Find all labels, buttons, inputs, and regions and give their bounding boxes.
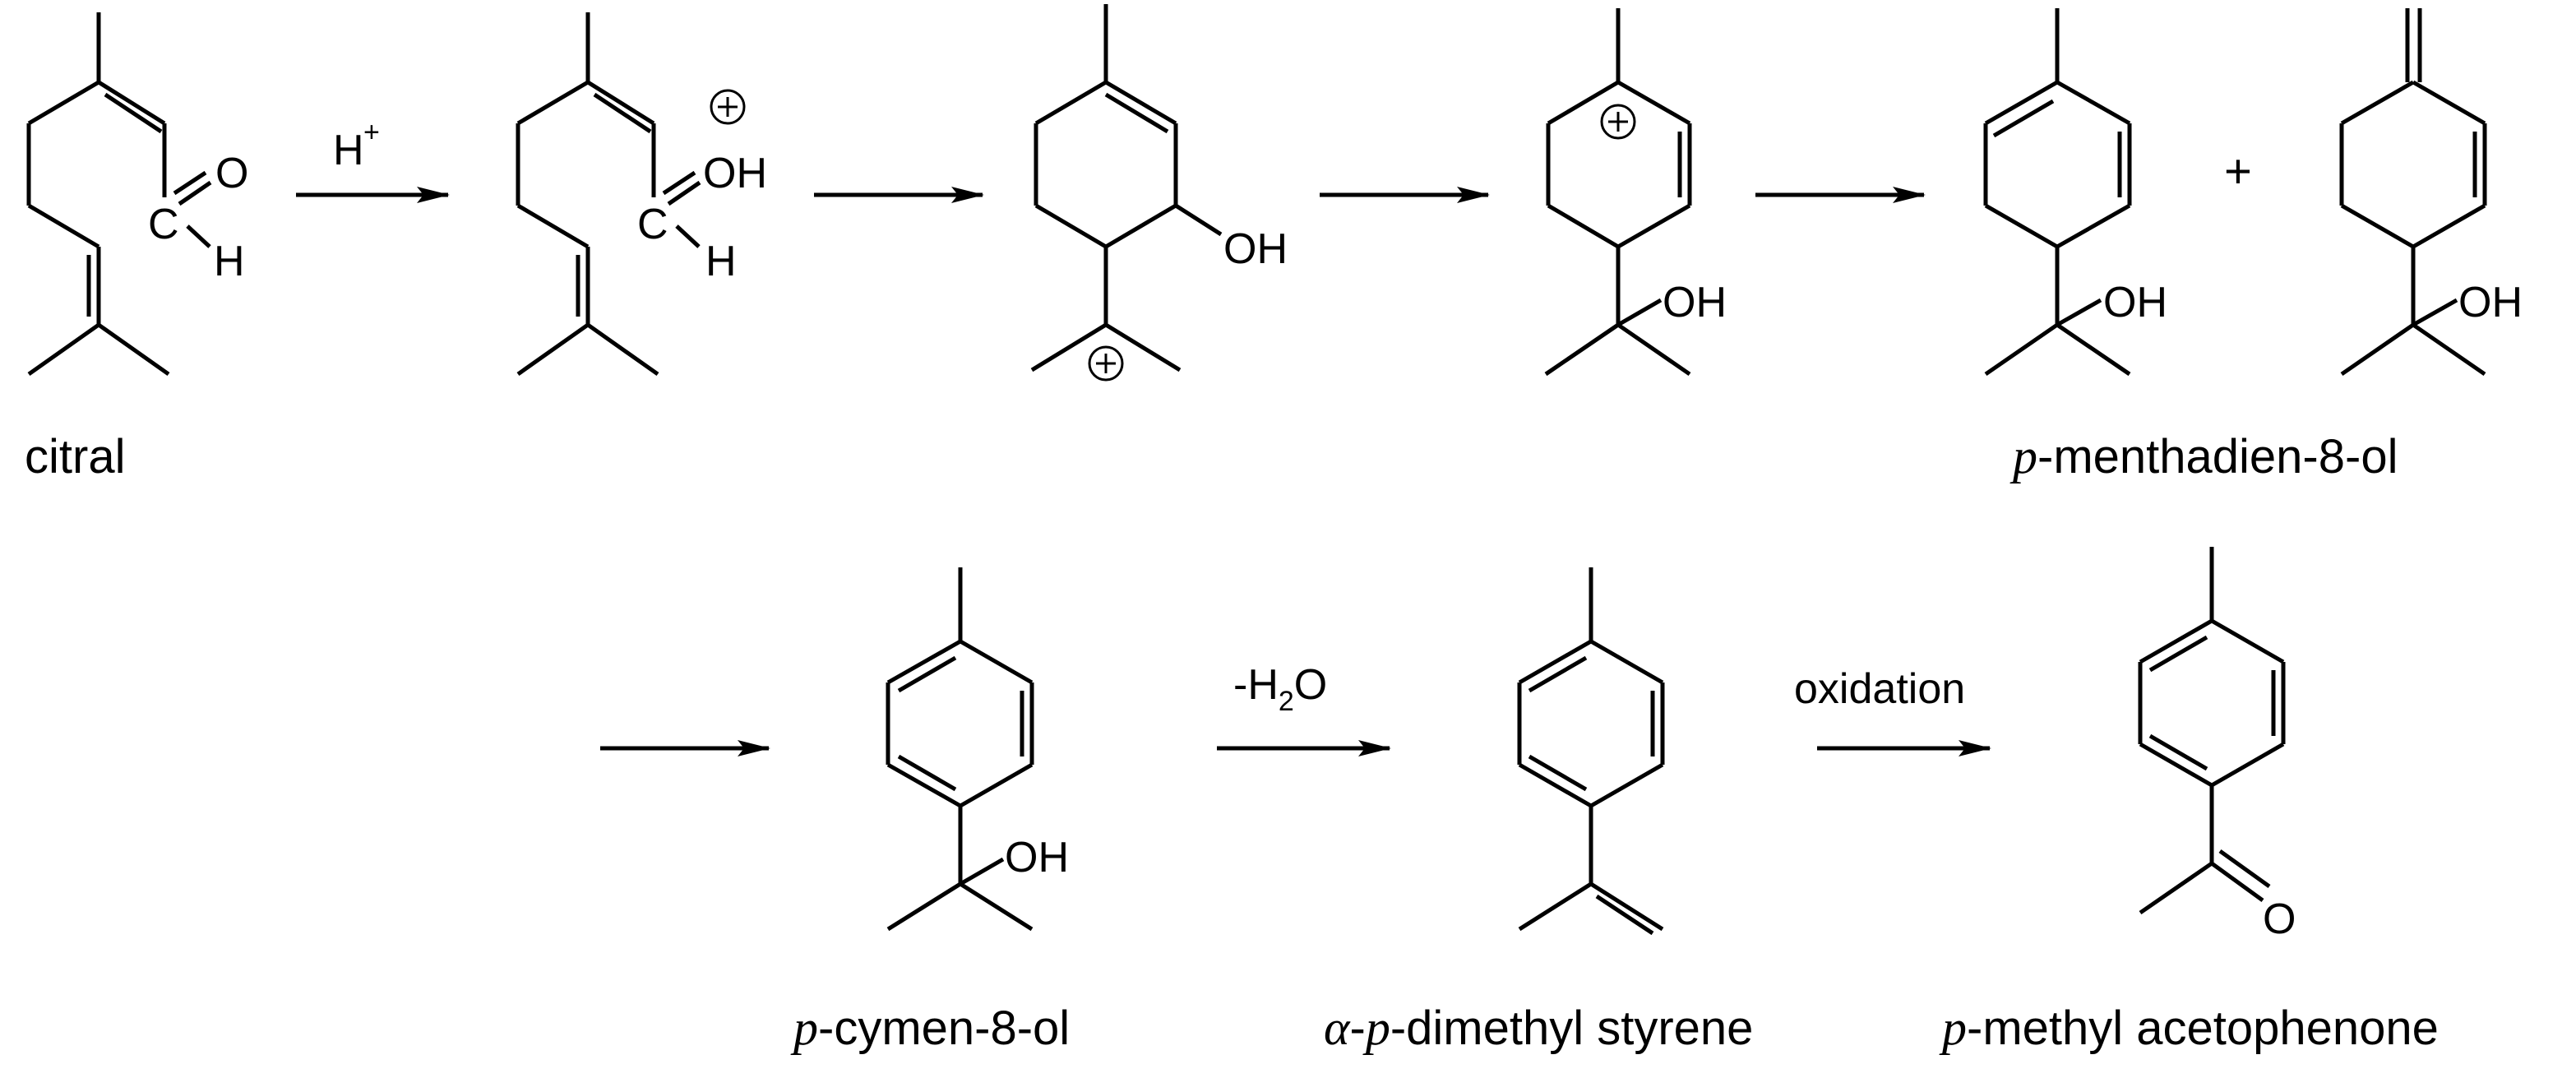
menthadienol-label-rest: -menthadien-8-ol <box>2037 430 2398 483</box>
citral-carbon-atom: C <box>148 201 179 248</box>
acid-catalyst-charge: + <box>363 117 380 148</box>
dimethylstyrene-label-alpha: α <box>1324 1001 1351 1055</box>
protonated-citral-structure: C OH H <box>516 12 767 377</box>
menthadienol-isomer-2-structure: OH <box>2339 8 2523 377</box>
dehydration-subscript: 2 <box>1279 686 1294 717</box>
allylic-charge-icon <box>1600 104 1636 140</box>
protonated-hydrogen-atom: H <box>705 238 737 285</box>
citral-structure: C O H <box>26 12 248 377</box>
allylic-carbocation-structure: OH <box>1544 8 1727 377</box>
methylacetophenone-label-rest: -methyl acetophenone <box>1967 1002 2439 1055</box>
dehydration-prefix: -H <box>1233 661 1279 709</box>
cyclic-carbocation-structure: OH <box>1030 4 1288 382</box>
ketone-oxygen-atom: O <box>2263 895 2296 943</box>
protonated-carbon-atom: C <box>637 201 668 248</box>
allylic-hydroxyl-group: OH <box>1663 279 1727 326</box>
cymenol-label: p-cymen-8-ol <box>790 1001 1070 1055</box>
citral-oxygen-atom: O <box>215 150 248 197</box>
menthadienol-label-prefix: p <box>2009 429 2037 483</box>
menthadienol-2-hydroxyl-group: OH <box>2458 279 2523 326</box>
cymenol-label-prefix: p <box>790 1001 818 1055</box>
cymenol-structure: OH <box>886 567 1069 932</box>
menthadienol-label: p-menthadien-8-ol <box>2009 429 2398 483</box>
acid-catalyst-symbol: H <box>333 127 364 174</box>
dehydration-condition: -H2O <box>1233 661 1327 717</box>
dimethylstyrene-label-prefix: p <box>1362 1001 1390 1055</box>
oxonium-charge-icon <box>710 89 746 125</box>
methylacetophenone-structure: O <box>2138 547 2296 943</box>
citral-label: citral <box>25 430 125 483</box>
dimethylstyrene-label-rest: -dimethyl styrene <box>1390 1002 1754 1055</box>
dimethylstyrene-structure <box>1517 567 1665 936</box>
acid-catalyst-condition: H + <box>333 117 380 174</box>
cymenol-hydroxyl-group: OH <box>1005 834 1069 881</box>
citral-hydrogen-atom: H <box>214 238 245 285</box>
plus-sign: + <box>2224 145 2252 198</box>
protonated-hydroxyl-group: OH <box>703 150 767 197</box>
carbocation-charge-icon <box>1088 345 1124 382</box>
cyclic-hydroxyl-group: OH <box>1223 225 1288 273</box>
methylacetophenone-label: p-methyl acetophenone <box>1939 1001 2439 1055</box>
menthadienol-1-hydroxyl-group: OH <box>2103 279 2167 326</box>
methylacetophenone-label-prefix: p <box>1939 1001 1967 1055</box>
dimethylstyrene-label: α-p-dimethyl styrene <box>1324 1001 1753 1055</box>
dehydration-suffix: O <box>1294 661 1327 709</box>
menthadienol-isomer-1-structure: OH <box>1983 8 2167 377</box>
cymenol-label-rest: -cymen-8-ol <box>818 1002 1070 1055</box>
dimethylstyrene-label-dash: - <box>1350 1002 1366 1055</box>
oxidation-condition: oxidation <box>1794 665 1965 713</box>
